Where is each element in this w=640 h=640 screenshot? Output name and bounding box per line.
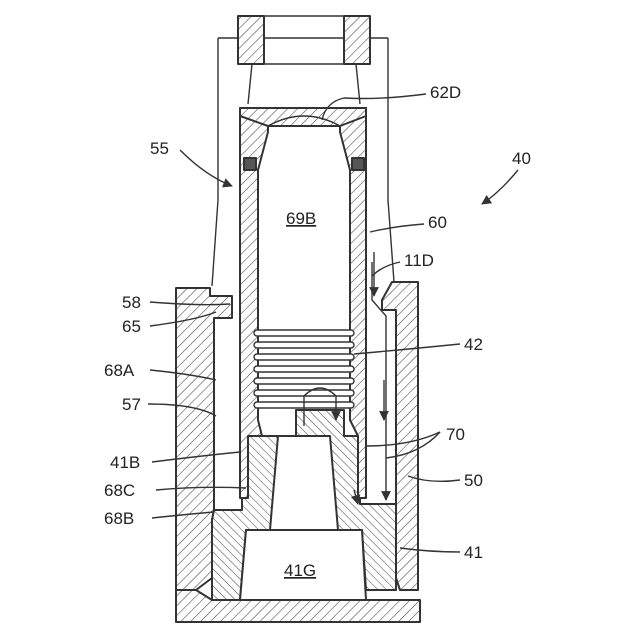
label-11d: 11D: [404, 251, 434, 270]
label-40: 40: [512, 149, 531, 168]
label-41: 41: [464, 543, 483, 562]
label-68c: 68C: [104, 481, 135, 500]
label-62d: 62D: [430, 83, 461, 102]
label-68b: 68B: [104, 509, 134, 528]
center-passage: [270, 436, 338, 530]
label-50: 50: [464, 471, 483, 490]
label-65: 65: [122, 317, 141, 336]
label-60: 60: [428, 213, 447, 232]
label-42: 42: [464, 335, 483, 354]
label-70: 70: [446, 425, 465, 444]
label-58: 58: [122, 293, 141, 312]
label-69b: 69B: [286, 209, 316, 228]
label-55: 55: [150, 139, 169, 158]
filter-62d: [240, 108, 366, 126]
label-41b: 41B: [110, 453, 140, 472]
label-57: 57: [122, 395, 141, 414]
label-41g: 41G: [284, 561, 316, 580]
label-68a: 68A: [104, 361, 135, 380]
